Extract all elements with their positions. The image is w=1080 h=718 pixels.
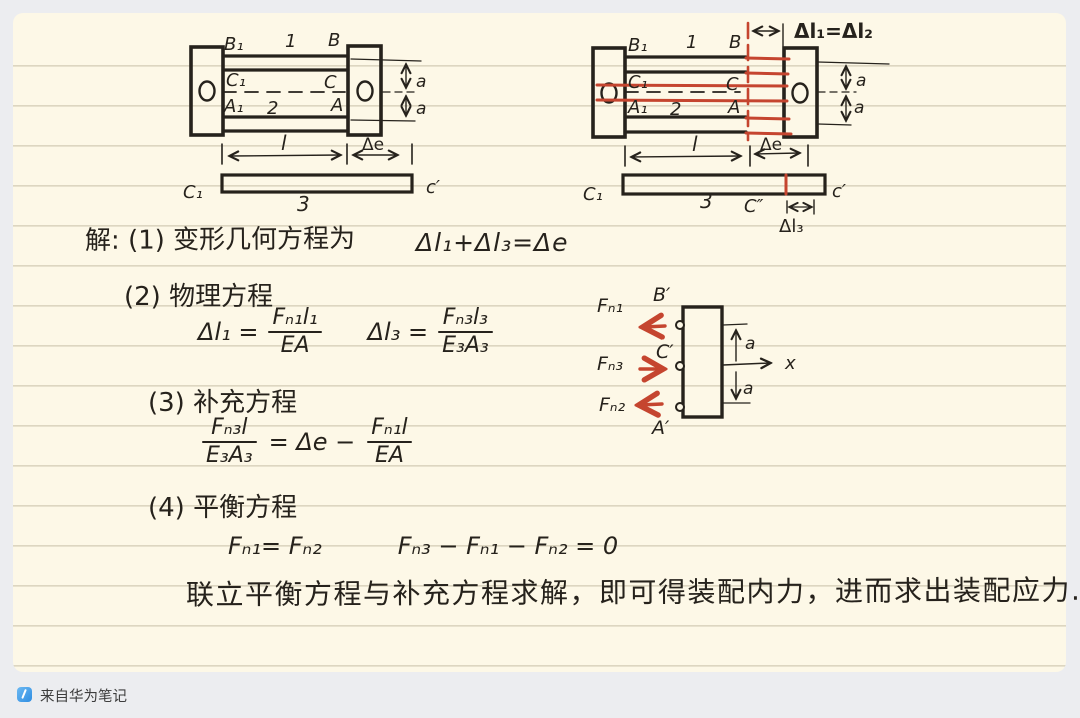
eq2b-denominator: E₃A₃	[442, 333, 489, 359]
fraction-bar	[202, 441, 257, 444]
diagram-assembled-deformation-lines	[595, 21, 793, 196]
eq3-denominator1: E₃A₃	[206, 443, 253, 469]
step3-label: (3) 补充方程	[148, 388, 298, 418]
eq2b-numerator: Fₙ₃l₃	[442, 305, 488, 330]
label-C1: C₁	[628, 72, 648, 93]
label-C1: C₁	[226, 70, 246, 91]
label-C: C	[324, 72, 337, 93]
diagram-assembled-labels: Δl₁=Δl₂ B₁ 1 B C₁ C A₁ 2 A a a l Δe C₁ 3…	[583, 19, 873, 237]
label-dim-de: Δe	[362, 135, 384, 155]
label-C: C	[726, 74, 739, 95]
label-bar3: 3	[297, 192, 310, 216]
label-dim-dl3: Δl₃	[779, 216, 804, 237]
fraction-bar	[268, 331, 322, 334]
step1-equation: Δl₁+Δl₃=Δe	[416, 228, 569, 257]
physical-equations-row: Δl₁ = Fₙ₁l₁ EA Δl₃ = Fₙ₃l₃ E₃A₃	[198, 305, 493, 359]
label-dim-a-bot: a	[854, 98, 864, 118]
label-dim-a-bot: a	[416, 99, 426, 119]
huawei-notes-icon	[17, 687, 32, 702]
eq3-fraction1: Fₙ₃l E₃A₃	[202, 415, 257, 469]
label-B: B	[328, 30, 340, 51]
label-B1: B₁	[224, 34, 244, 55]
eq3-numerator1: Fₙ₃l	[211, 415, 248, 440]
eq2b-fraction: Fₙ₃l₃ E₃A₃	[438, 305, 493, 359]
label-fbd-a-top: a	[745, 334, 755, 354]
free-body-labels: Fₙ₁ Fₙ₃ Fₙ₂ B′ C′ A′ a a x	[597, 284, 796, 439]
label-FN1: Fₙ₁	[597, 295, 623, 317]
step4-label: (4) 平衡方程	[148, 493, 298, 523]
label-bar2: 2	[267, 98, 278, 119]
label-bar1: 1	[285, 31, 296, 52]
eq2a-denominator: EA	[280, 333, 310, 359]
free-body-forces	[640, 326, 665, 405]
equilibrium-equations-row: Fₙ₁= Fₙ₂ Fₙ₃ − Fₙ₁ − Fₙ₂ = 0	[228, 532, 618, 560]
label-bar1: 1	[686, 32, 697, 53]
label-C-doubleprime: C″	[744, 196, 764, 217]
label-A1: A₁	[627, 97, 648, 118]
conclusion-text: 联立平衡方程与补充方程求解，即可得装配内力，进而求出装配应力.	[185, 573, 1080, 612]
label-bar3-c2: c′	[832, 181, 846, 202]
label-bar3: 3	[700, 189, 713, 213]
label-dim-l: l	[281, 131, 287, 155]
eq2a-fraction: Fₙ₁l₁ EA	[268, 305, 322, 359]
label-delta-note: Δl₁=Δl₂	[794, 19, 873, 43]
eq2a-lhs: Δl₁ =	[198, 318, 259, 347]
label-fbd-a-bot: a	[743, 379, 753, 399]
eq4b: Fₙ₃ − Fₙ₁ − Fₙ₂ = 0	[397, 532, 619, 560]
footer-attribution: 来自华为笔记	[40, 689, 127, 705]
label-bar3-c2: c′	[426, 177, 440, 198]
step2-label: (2) 物理方程	[124, 282, 274, 312]
label-C-prime: C′	[656, 341, 674, 363]
free-body-diagram	[675, 305, 770, 419]
eq3-middle: = Δe −	[268, 428, 356, 457]
label-dim-de: Δe	[760, 135, 782, 155]
label-bar2: 2	[670, 99, 681, 120]
diagram-initial-state	[189, 44, 422, 194]
step1-label: 解: (1) 变形几何方程为	[84, 224, 356, 256]
diagram-assembled-state	[591, 23, 890, 215]
label-bar3-C1: C₁	[583, 184, 603, 205]
label-bar3-C1: C₁	[183, 182, 203, 203]
eq3-denominator2: EA	[374, 443, 404, 469]
note-card	[13, 13, 1066, 672]
label-A: A	[727, 97, 740, 118]
label-dim-l: l	[692, 132, 698, 156]
eq2b-lhs: Δl₃ =	[367, 318, 429, 347]
label-FN3: Fₙ₃	[597, 353, 623, 375]
diagram-initial-labels: B₁ 1 B C₁ C A₁ 2 A a a l Δe C₁ 3 c′	[183, 30, 440, 216]
label-A-prime: A′	[650, 417, 670, 439]
fraction-bar	[438, 331, 493, 334]
label-A1: A₁	[223, 96, 244, 117]
eq3-fraction2: Fₙ₁l EA	[367, 415, 412, 469]
fraction-bar	[367, 441, 412, 444]
label-FN2: Fₙ₂	[599, 394, 626, 416]
label-dim-a-top: a	[856, 71, 866, 91]
label-B1: B₁	[628, 35, 648, 56]
label-x-axis: x	[784, 353, 796, 374]
compatibility-equation-row: Fₙ₃l E₃A₃ = Δe − Fₙ₁l EA	[202, 415, 412, 469]
label-B-prime: B′	[653, 284, 671, 306]
label-A: A	[330, 95, 343, 116]
eq3-numerator2: Fₙ₁l	[371, 415, 408, 440]
label-dim-a-top: a	[416, 72, 426, 92]
eq4a: Fₙ₁= Fₙ₂	[228, 532, 322, 560]
eq2a-numerator: Fₙ₁l₁	[272, 305, 318, 330]
label-B: B	[729, 32, 741, 53]
